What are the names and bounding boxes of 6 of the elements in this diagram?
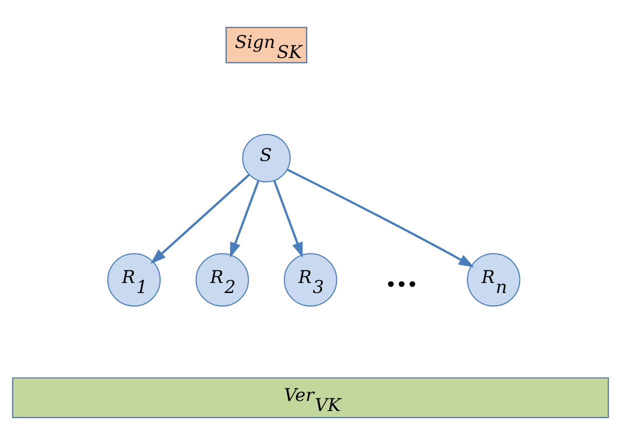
arrow bbox=[230, 180, 260, 258]
arrow bbox=[286, 168, 474, 267]
node-circle: S bbox=[242, 133, 291, 182]
label: ... bbox=[386, 258, 418, 294]
arrow bbox=[273, 180, 303, 258]
arrow bbox=[150, 174, 250, 264]
